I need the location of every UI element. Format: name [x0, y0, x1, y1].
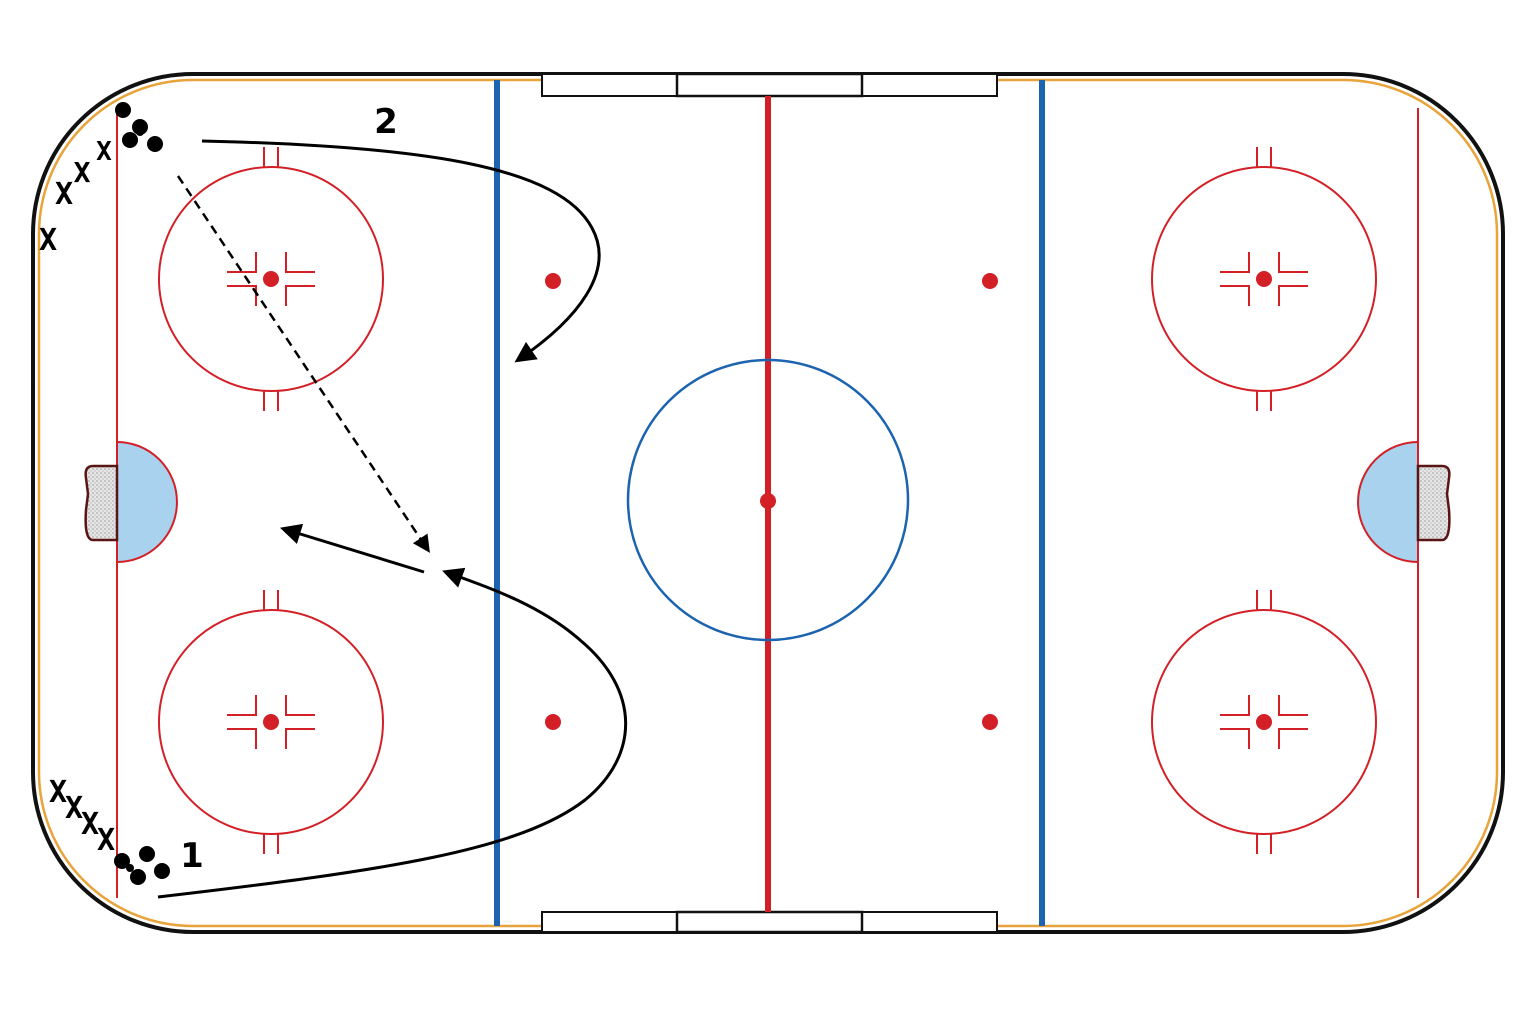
- player-mark: X: [65, 791, 83, 826]
- faceoff-circle: [1151, 590, 1377, 854]
- faceoff-circle: [1151, 147, 1377, 411]
- puck: [115, 102, 131, 118]
- puck-pile-bottom: [114, 846, 170, 885]
- player-line-top: X X X X: [39, 137, 112, 258]
- puck: [130, 869, 146, 885]
- faceoff-circle: [158, 147, 384, 411]
- goal-crease-right: [1357, 440, 1419, 564]
- puck: [136, 128, 144, 136]
- player-mark: X: [39, 223, 57, 258]
- player-mark: X: [81, 807, 99, 842]
- player-mark: X: [74, 156, 91, 189]
- puck: [139, 846, 155, 862]
- player-mark: X: [96, 137, 112, 167]
- neutral-dot: [982, 714, 998, 730]
- puck: [132, 119, 148, 135]
- puck: [147, 136, 163, 152]
- goal-net-right: [1416, 464, 1451, 542]
- bench-top: [541, 72, 998, 98]
- center-circle: [626, 358, 910, 642]
- station-label-2: 2: [374, 102, 398, 142]
- puck: [114, 853, 130, 869]
- faceoff-dot: [263, 271, 279, 287]
- center-faceoff-dot: [760, 493, 776, 509]
- player-mark: X: [55, 177, 73, 212]
- puck: [126, 864, 134, 872]
- goal-net-left: [84, 464, 119, 542]
- faceoff-dot: [263, 714, 279, 730]
- neutral-dot: [982, 273, 998, 289]
- puck: [122, 132, 138, 148]
- skate-path-1: [157, 567, 628, 899]
- bench-bottom: [541, 910, 998, 934]
- faceoff-dot: [1256, 271, 1272, 287]
- skate-path-2: [201, 139, 601, 363]
- neutral-dot: [545, 273, 561, 289]
- player-line-bottom: X X X X: [49, 775, 115, 858]
- player-mark: X: [97, 823, 115, 858]
- neutral-dot: [545, 714, 561, 730]
- faceoff-dot: [1256, 714, 1272, 730]
- station-label-1: 1: [180, 836, 204, 876]
- shot-path: [279, 523, 425, 574]
- goal-crease-left: [116, 440, 178, 564]
- faceoff-circle: [158, 590, 384, 854]
- puck: [154, 863, 170, 879]
- player-mark: X: [49, 775, 67, 810]
- puck-pile-top: [115, 102, 163, 152]
